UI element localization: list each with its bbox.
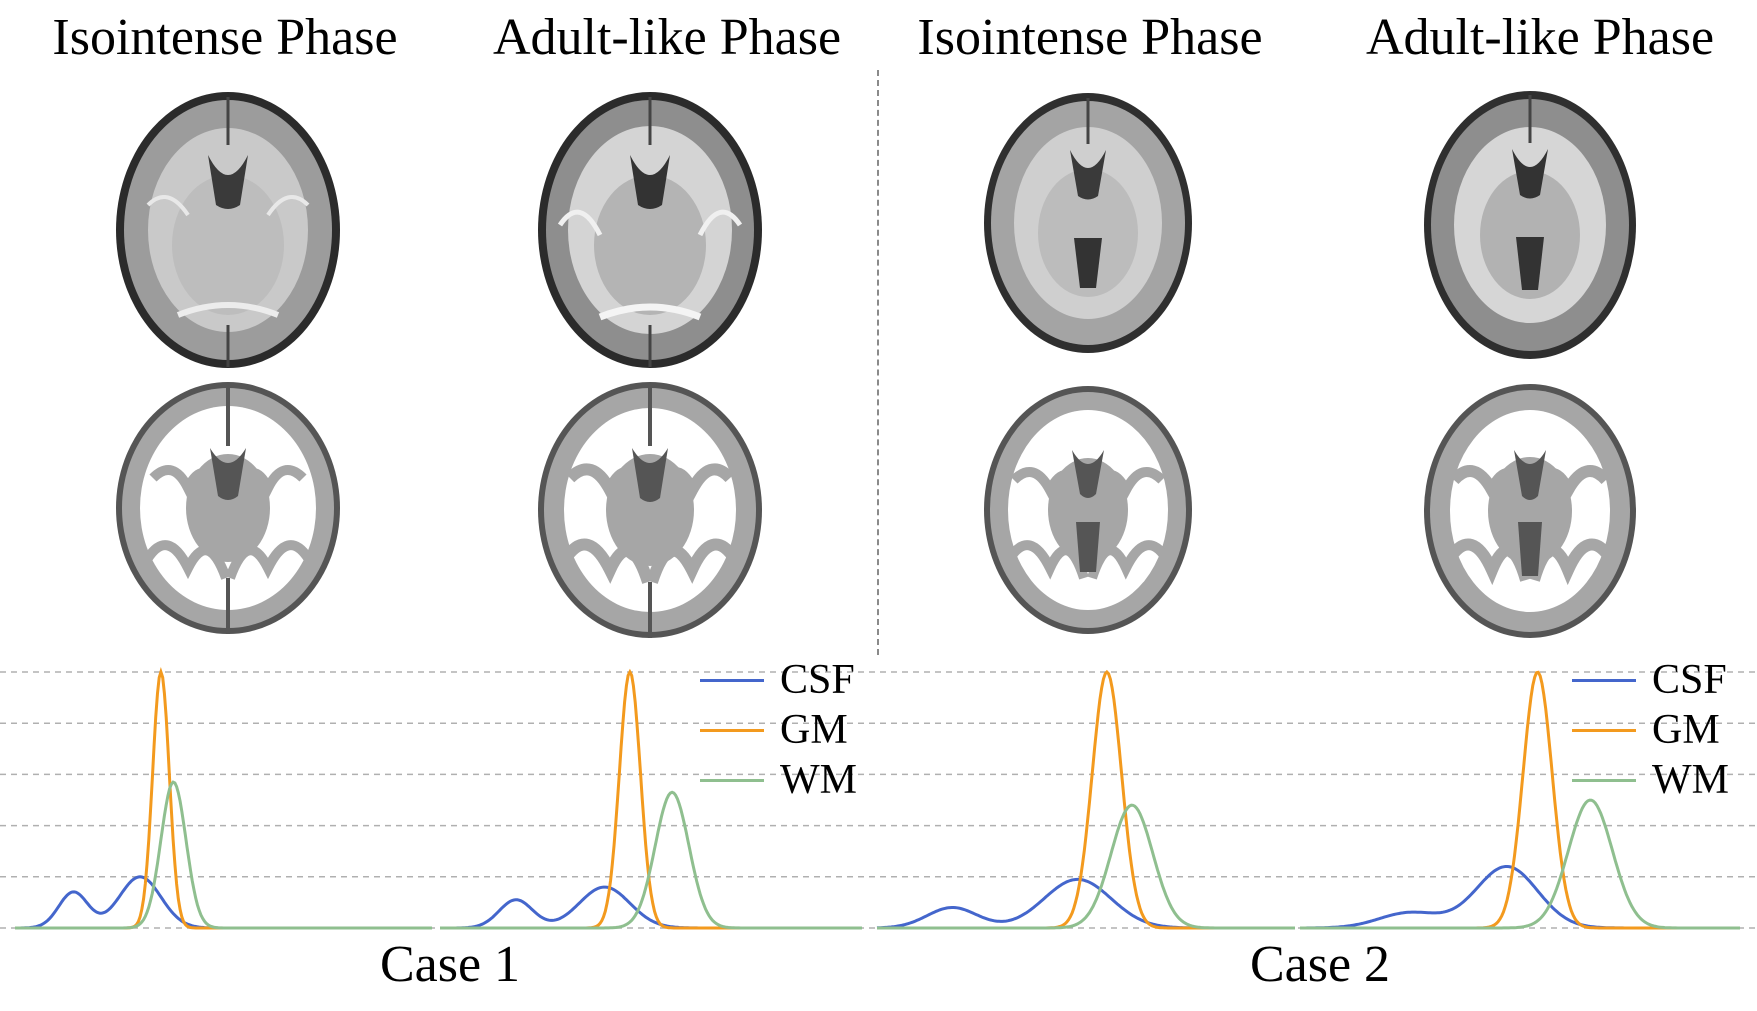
- legend-label-gm: GM: [780, 707, 848, 753]
- mri-image-case1-isointense: [116, 92, 340, 368]
- legend-item-csf: CSF: [700, 655, 857, 705]
- legend-item-wm: WM: [700, 755, 857, 805]
- series-line-csf-panel-1: [15, 875, 432, 930]
- intensity-histograms: [0, 667, 1757, 930]
- legend-swatch-csf: [1572, 678, 1636, 682]
- segmentation-case2-adult: [1424, 384, 1636, 638]
- legend-case1: CSF GM WM: [700, 655, 857, 805]
- legend-label-wm: WM: [1652, 757, 1729, 803]
- segmentation-case1-adult: [538, 382, 762, 638]
- legend-item-gm: GM: [1572, 705, 1729, 755]
- series-line-gm-panel-3: [877, 669, 1295, 930]
- column-title-case1-isointense: Isointense Phase: [52, 9, 398, 66]
- legend-label-gm: GM: [1652, 707, 1720, 753]
- legend-case2: CSF GM WM: [1572, 655, 1729, 805]
- series-line-wm-panel-2: [440, 790, 862, 930]
- case-label-1: Case 1: [379, 936, 521, 993]
- segmentation-case2-isointense: [984, 386, 1192, 634]
- mri-image-case2-adult: [1424, 91, 1636, 359]
- case-label-2: Case 2: [1249, 936, 1391, 993]
- legend-label-csf: CSF: [780, 657, 855, 703]
- mri-image-case2-isointense: [984, 93, 1192, 353]
- case-divider: [877, 70, 879, 655]
- mri-image-case1-adult: [538, 92, 762, 368]
- legend-swatch-csf: [700, 678, 764, 682]
- column-title-case2-isointense: Isointense Phase: [917, 9, 1263, 66]
- legend-swatch-gm: [1572, 728, 1636, 732]
- legend-item-csf: CSF: [1572, 655, 1729, 705]
- series-line-csf-panel-3: [876, 877, 1295, 930]
- series-line-gm-panel-1: [15, 667, 432, 930]
- column-title-case2-adult: Adult-like Phase: [1365, 9, 1715, 66]
- column-title-case1-adult: Adult-like Phase: [492, 9, 842, 66]
- legend-item-gm: GM: [700, 705, 857, 755]
- series-line-wm-panel-1: [15, 780, 432, 930]
- legend-label-csf: CSF: [1652, 657, 1727, 703]
- legend-swatch-wm: [700, 778, 764, 782]
- legend-label-wm: WM: [780, 757, 857, 803]
- legend-swatch-gm: [700, 728, 764, 732]
- series-line-wm-panel-3: [877, 803, 1295, 930]
- segmentation-case1-isointense: [116, 382, 340, 634]
- legend-swatch-wm: [1572, 778, 1636, 782]
- legend-item-wm: WM: [1572, 755, 1729, 805]
- series-line-csf-panel-4: [1300, 865, 1740, 930]
- series-line-wm-panel-4: [1300, 798, 1740, 930]
